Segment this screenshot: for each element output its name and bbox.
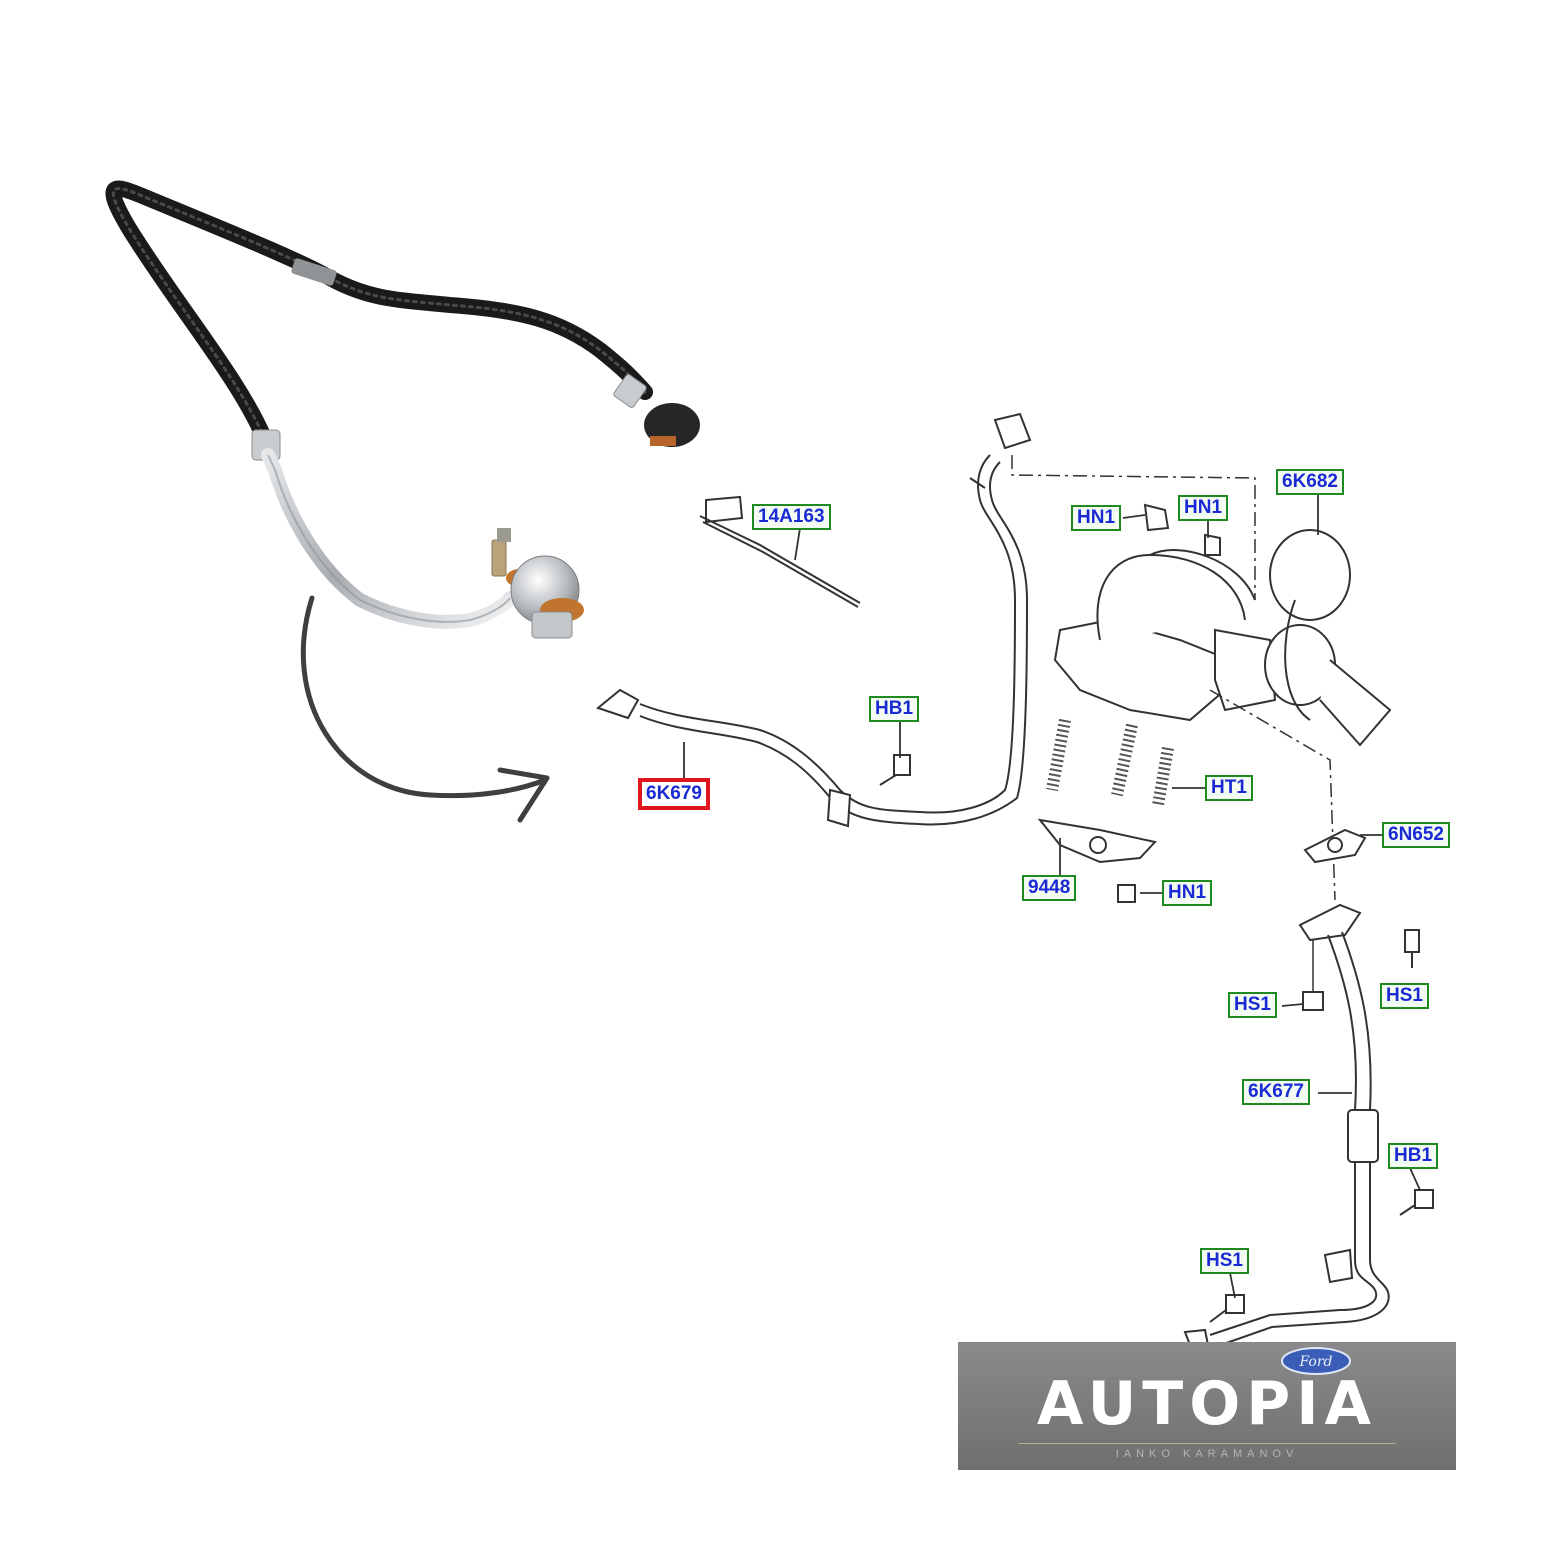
logo-subtitle: IANKO KARAMANOV	[1115, 1448, 1299, 1460]
callout-hs1-bottom[interactable]: HS1	[1200, 1248, 1249, 1274]
bolt-part	[879, 754, 911, 786]
ford-badge-text: Ford	[1298, 1354, 1332, 1370]
steel-pipe-photo	[261, 448, 584, 639]
ford-oval-icon: Ford	[1281, 1347, 1351, 1375]
oil-feed-pipe-part	[595, 412, 1032, 828]
logo-wordmark: AUTOPIA	[1037, 1369, 1377, 1439]
autopia-logo: Ford AUTOPIA IANKO KARAMANOV	[958, 1342, 1456, 1470]
callout-hn1-top-left[interactable]: HN1	[1071, 505, 1122, 531]
logo-divider	[1018, 1443, 1396, 1444]
callout-hn1-lower[interactable]: HN1	[1162, 880, 1213, 906]
lower-bolts-part	[1209, 929, 1434, 1323]
leader-lines	[683, 494, 1421, 1299]
turbocharger-part	[1011, 455, 1392, 901]
callout-hs1-left[interactable]: HS1	[1228, 992, 1277, 1018]
nut-part	[1117, 503, 1221, 903]
studs-part	[1046, 718, 1174, 807]
callout-6k677[interactable]: 6K677	[1242, 1079, 1310, 1105]
callout-6k679-highlighted[interactable]: 6K679	[638, 778, 710, 810]
callout-hb1-upper[interactable]: HB1	[869, 696, 920, 722]
curved-arrow-icon	[300, 595, 550, 823]
callout-hb1-lower[interactable]: HB1	[1388, 1143, 1439, 1169]
exploded-diagram	[595, 412, 1434, 1348]
gasket-part	[1037, 818, 1157, 864]
braided-hose-photo	[105, 180, 700, 461]
callout-9448[interactable]: 9448	[1022, 875, 1077, 901]
cable-tie-part	[699, 495, 861, 608]
callout-6k682[interactable]: 6K682	[1276, 469, 1344, 495]
callout-ht1[interactable]: HT1	[1205, 775, 1253, 801]
oil-return-pipe-part	[1183, 903, 1390, 1348]
return-gasket-part	[1303, 828, 1367, 864]
callout-6n652[interactable]: 6N652	[1382, 822, 1450, 848]
callout-hs1-right[interactable]: HS1	[1380, 983, 1429, 1009]
callout-14a163[interactable]: 14A163	[752, 504, 831, 530]
callout-hn1-top-right[interactable]: HN1	[1178, 495, 1229, 521]
